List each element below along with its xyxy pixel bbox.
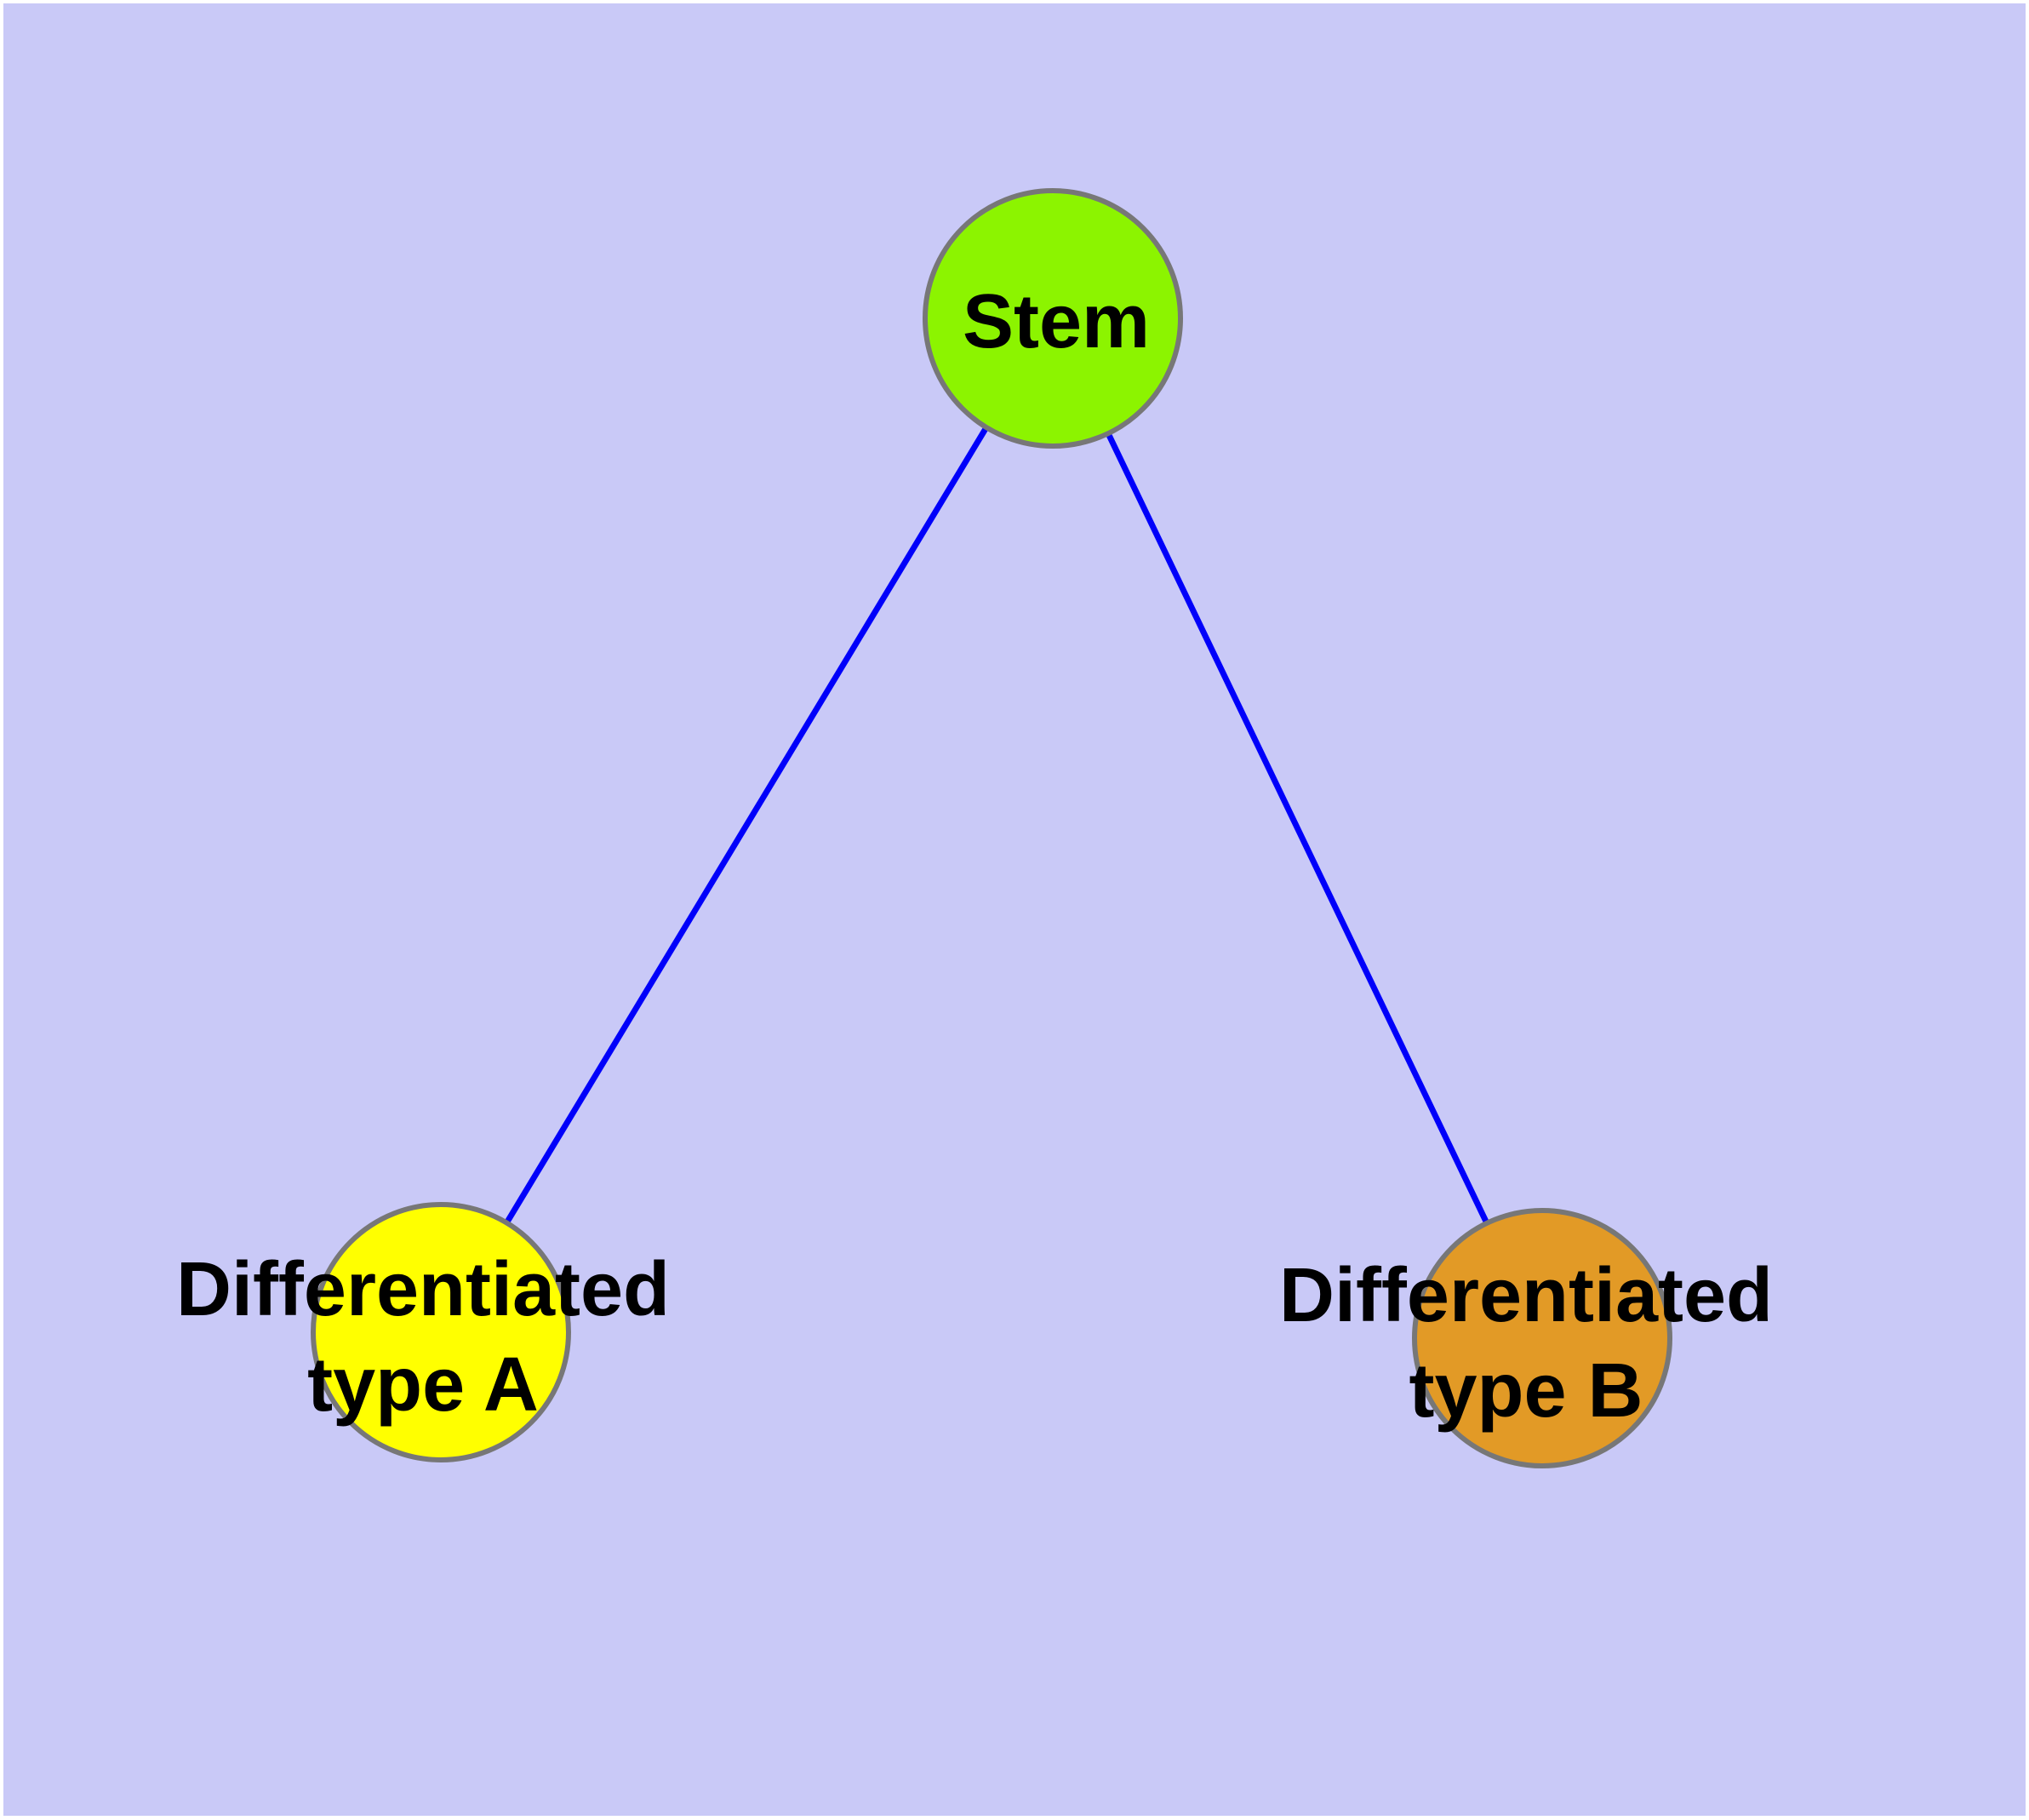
node-type-a: Differentiated type A — [176, 1202, 670, 1462]
node-stem-label: Stem — [963, 279, 1150, 364]
node-type-b-circle — [1412, 1208, 1672, 1468]
node-type-a-label-line2: type A — [307, 1342, 539, 1428]
edge-stem-to-typeA — [504, 426, 989, 1225]
node-type-b-label-line1: Differentiated — [1279, 1253, 1773, 1338]
node-type-b: Differentiated type B — [1279, 1208, 1773, 1468]
node-stem: Stem — [923, 188, 1183, 449]
node-stem-circle — [923, 188, 1183, 449]
node-type-b-label-line2: type B — [1409, 1348, 1643, 1434]
node-type-a-circle — [311, 1202, 571, 1462]
edge-stem-to-typeB — [1105, 432, 1490, 1225]
node-type-a-label-line1: Differentiated — [176, 1247, 670, 1332]
